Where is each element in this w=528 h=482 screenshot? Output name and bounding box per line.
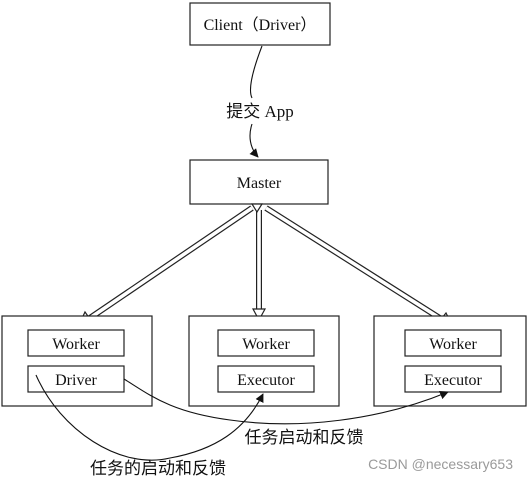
executor-label-right: Executor: [424, 372, 482, 389]
connector-middle-head: [251, 308, 267, 322]
executor-label-middle: Executor: [237, 372, 295, 389]
worker-node-left: Worker Driver: [1, 315, 153, 407]
master-label: Master: [237, 175, 282, 192]
worker-node-middle: Worker Executor: [188, 315, 340, 407]
master-worker-connectors: [76, 203, 455, 329]
driver-to-middle-executor-curve: [35, 374, 264, 461]
submit-curve-top: [249, 45, 263, 99]
submit-app-label: 提交 App: [226, 102, 294, 121]
driver-to-right-executor-curve: [123, 378, 449, 425]
watermark-text: CSDN @necessary653: [368, 456, 513, 472]
worker-label-right: Worker: [429, 336, 477, 353]
executor-box-right: [404, 365, 502, 393]
worker-box-left: [27, 329, 125, 357]
client-box: [189, 2, 331, 46]
client-label: Client（Driver）: [204, 16, 317, 34]
worker-node-right: Worker Executor: [373, 315, 527, 407]
executor-box-middle: [217, 365, 315, 393]
worker-label-left: Worker: [52, 336, 100, 353]
driver-label: Driver: [55, 372, 97, 389]
feedback-edges: 任务启动和反馈 任务的启动和反馈: [35, 374, 449, 478]
worker-label-middle: Worker: [242, 336, 290, 353]
master-connector-top-head: [250, 203, 264, 214]
task-feedback-label: 任务启动和反馈: [245, 428, 364, 447]
driver-box: [27, 365, 125, 393]
submit-curve-bottom: [249, 123, 259, 158]
master-box: [189, 159, 329, 205]
client-node: Client（Driver）: [189, 2, 331, 46]
master-node: Master: [189, 159, 329, 205]
worker-box-right: [404, 329, 502, 357]
submit-app-edge: 提交 App: [226, 45, 294, 158]
task-start-feedback-label: 任务的启动和反馈: [90, 459, 226, 478]
worker-box-middle: [217, 329, 315, 357]
